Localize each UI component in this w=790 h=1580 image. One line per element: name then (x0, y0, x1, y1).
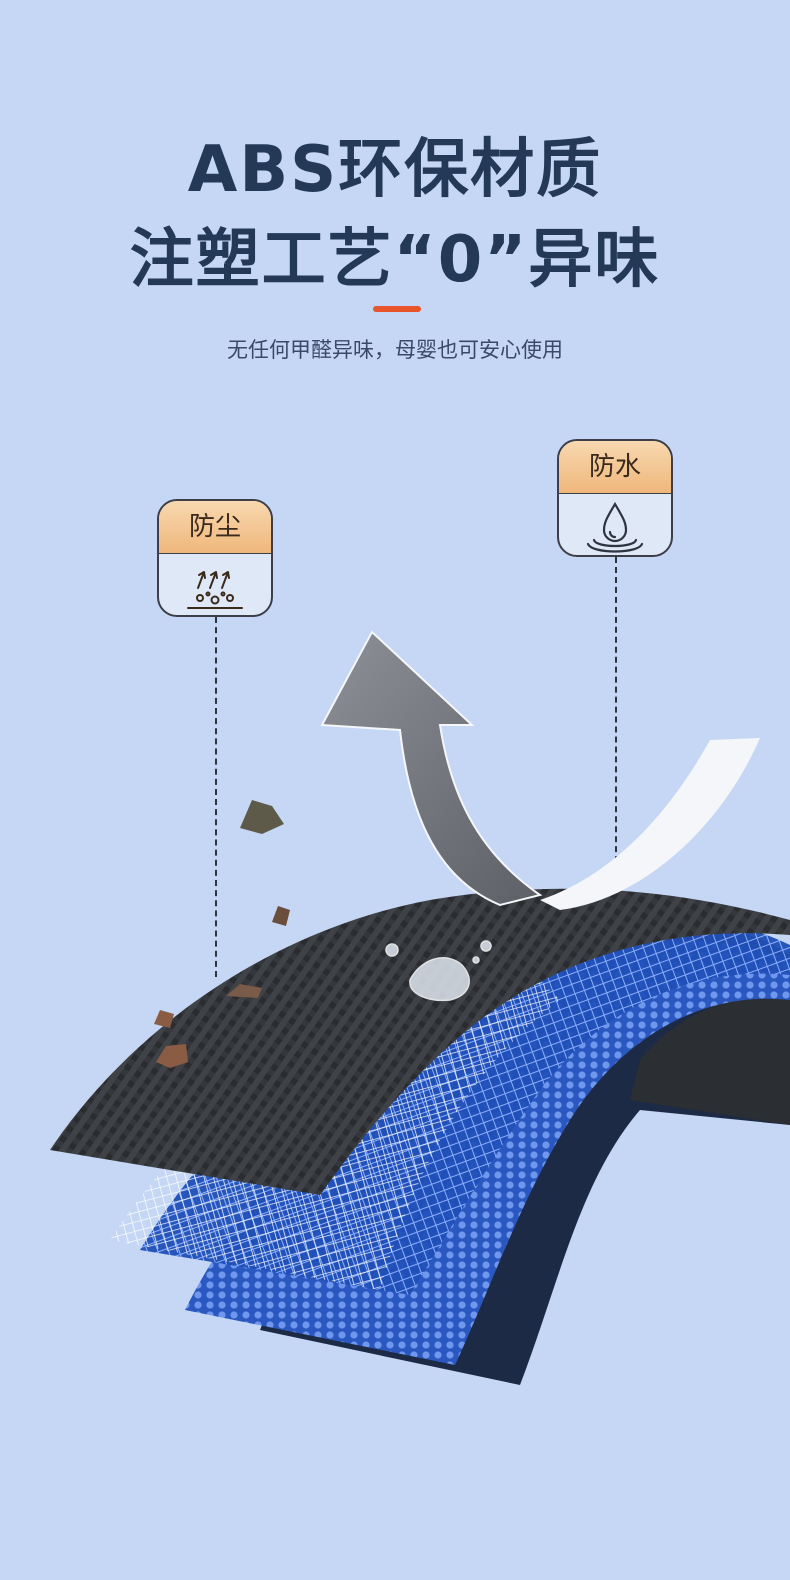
waterproof-badge: 防水 (557, 439, 673, 557)
dustproof-leader-line (215, 617, 217, 977)
waterproof-leader-line (615, 557, 617, 912)
dust-particles-icon (187, 571, 243, 609)
debris-rocks (154, 800, 290, 1068)
dustproof-badge: 防尘 (157, 499, 273, 617)
material-layers-illustration (50, 630, 790, 1385)
waterproof-label: 防水 (559, 441, 671, 494)
gray-arrow (320, 630, 543, 907)
water-drop-icon (586, 501, 644, 553)
dustproof-label: 防尘 (159, 501, 271, 554)
white-film (540, 738, 760, 910)
title-line-2: 注塑工艺“0”异味 (129, 223, 661, 297)
accent-divider (373, 306, 421, 312)
title-line-1: ABS环保材质 (187, 133, 603, 207)
subtitle: 无任何甲醛异味，母婴也可安心使用 (227, 338, 563, 362)
water-droplets (385, 940, 492, 1002)
carbon-fiber-layer (50, 888, 790, 1195)
